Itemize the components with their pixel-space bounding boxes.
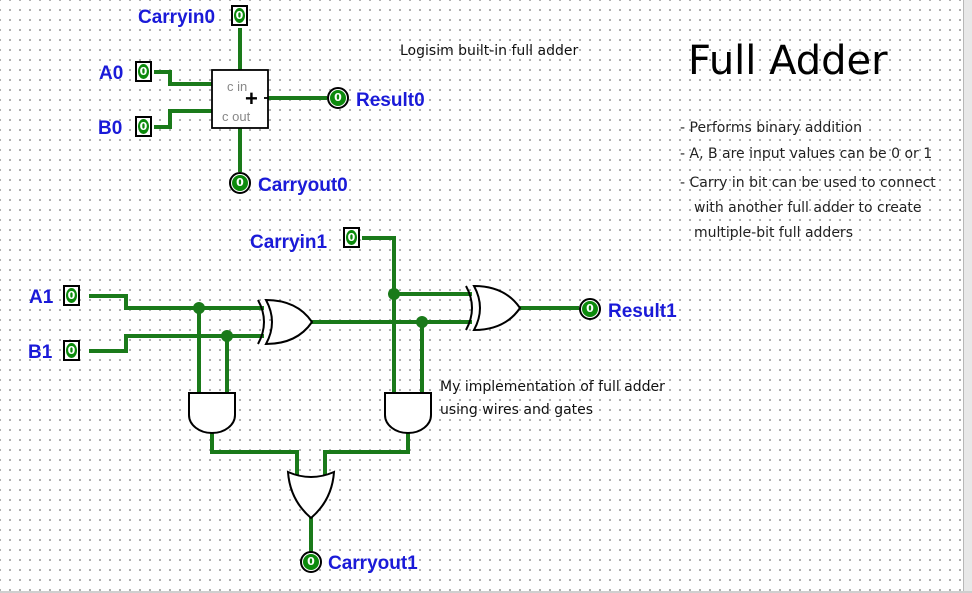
wire-and1-out: [210, 430, 299, 477]
wires: [89, 28, 579, 552]
bullet-3-cont-1: with another full adder to create: [694, 200, 922, 216]
pin-a0[interactable]: 0: [135, 61, 152, 82]
pin-carryin0[interactable]: 0: [231, 5, 248, 26]
bullet-3: - Carry in bit can be used to connect: [680, 175, 936, 191]
wire-b1: [89, 334, 264, 353]
pin-value: 0: [346, 230, 357, 245]
label-result1: Result1: [608, 301, 677, 322]
bullet-2: - A, B are input values can be 0 or 1: [680, 146, 933, 162]
label-result0: Result0: [356, 90, 425, 111]
label-carryin0: Carryin0: [138, 7, 216, 28]
pin-carryout0[interactable]: 0: [229, 172, 251, 194]
pin-carryout1[interactable]: 0: [300, 551, 322, 573]
pin-b1[interactable]: 0: [63, 340, 80, 361]
pin-value: 0: [138, 64, 149, 79]
label-b1: B1: [28, 342, 53, 363]
builtin-adder: [211, 69, 269, 129]
pin-a1[interactable]: 0: [63, 285, 80, 306]
pin-result0[interactable]: 0: [327, 87, 349, 109]
and-gate-1: [188, 392, 236, 434]
adder-cin-label: c in: [227, 79, 247, 94]
pin-b0[interactable]: 0: [135, 116, 152, 137]
adder-plus-symbol: +: [245, 86, 258, 111]
implementation-note-line-1: My implementation of full adder: [440, 379, 665, 395]
junction-a1: [193, 302, 205, 314]
bullet-3-cont-2: multiple-bit full adders: [694, 225, 853, 241]
junctions: [193, 288, 428, 342]
and-gate-2: [384, 392, 432, 434]
adder-cout-label: c out: [222, 109, 251, 124]
pin-result1[interactable]: 0: [579, 298, 601, 320]
wire-carryin1: [362, 236, 472, 296]
junction-xor1-out: [416, 316, 428, 328]
canvas-bottom-edge: [0, 591, 972, 593]
xor-gate-2: [465, 284, 522, 332]
junction-b1: [221, 330, 233, 342]
pin-value: 0: [66, 343, 77, 358]
pin-value: 0: [330, 90, 346, 106]
or-gate: [286, 470, 336, 520]
pin-value: 0: [582, 301, 598, 317]
pin-value: 0: [138, 119, 149, 134]
page-title: Full Adder: [688, 38, 888, 84]
junction-carryin1: [388, 288, 400, 300]
xor-gate-1: [257, 298, 314, 346]
canvas-right-edge: [963, 0, 972, 593]
wire-a1: [89, 294, 264, 310]
pin-value: 0: [66, 288, 77, 303]
label-carryout0: Carryout0: [258, 175, 348, 196]
pin-value: 0: [232, 175, 248, 191]
wire-b0: [154, 109, 212, 129]
wire-a0: [154, 70, 212, 86]
pin-carryin1[interactable]: 0: [343, 227, 360, 248]
label-b0: B0: [98, 118, 123, 139]
label-a0: A0: [99, 63, 124, 84]
pin-value: 0: [303, 554, 319, 570]
label-carryout1: Carryout1: [328, 553, 418, 574]
bullet-1: - Performs binary addition: [680, 120, 862, 136]
label-carryin1: Carryin1: [250, 232, 328, 253]
pin-value: 0: [234, 8, 245, 23]
builtin-adder-note: Logisim built-in full adder: [400, 43, 579, 59]
implementation-note-line-2: using wires and gates: [440, 402, 594, 418]
label-a1: A1: [29, 287, 54, 308]
wire-and2-out: [323, 430, 410, 477]
